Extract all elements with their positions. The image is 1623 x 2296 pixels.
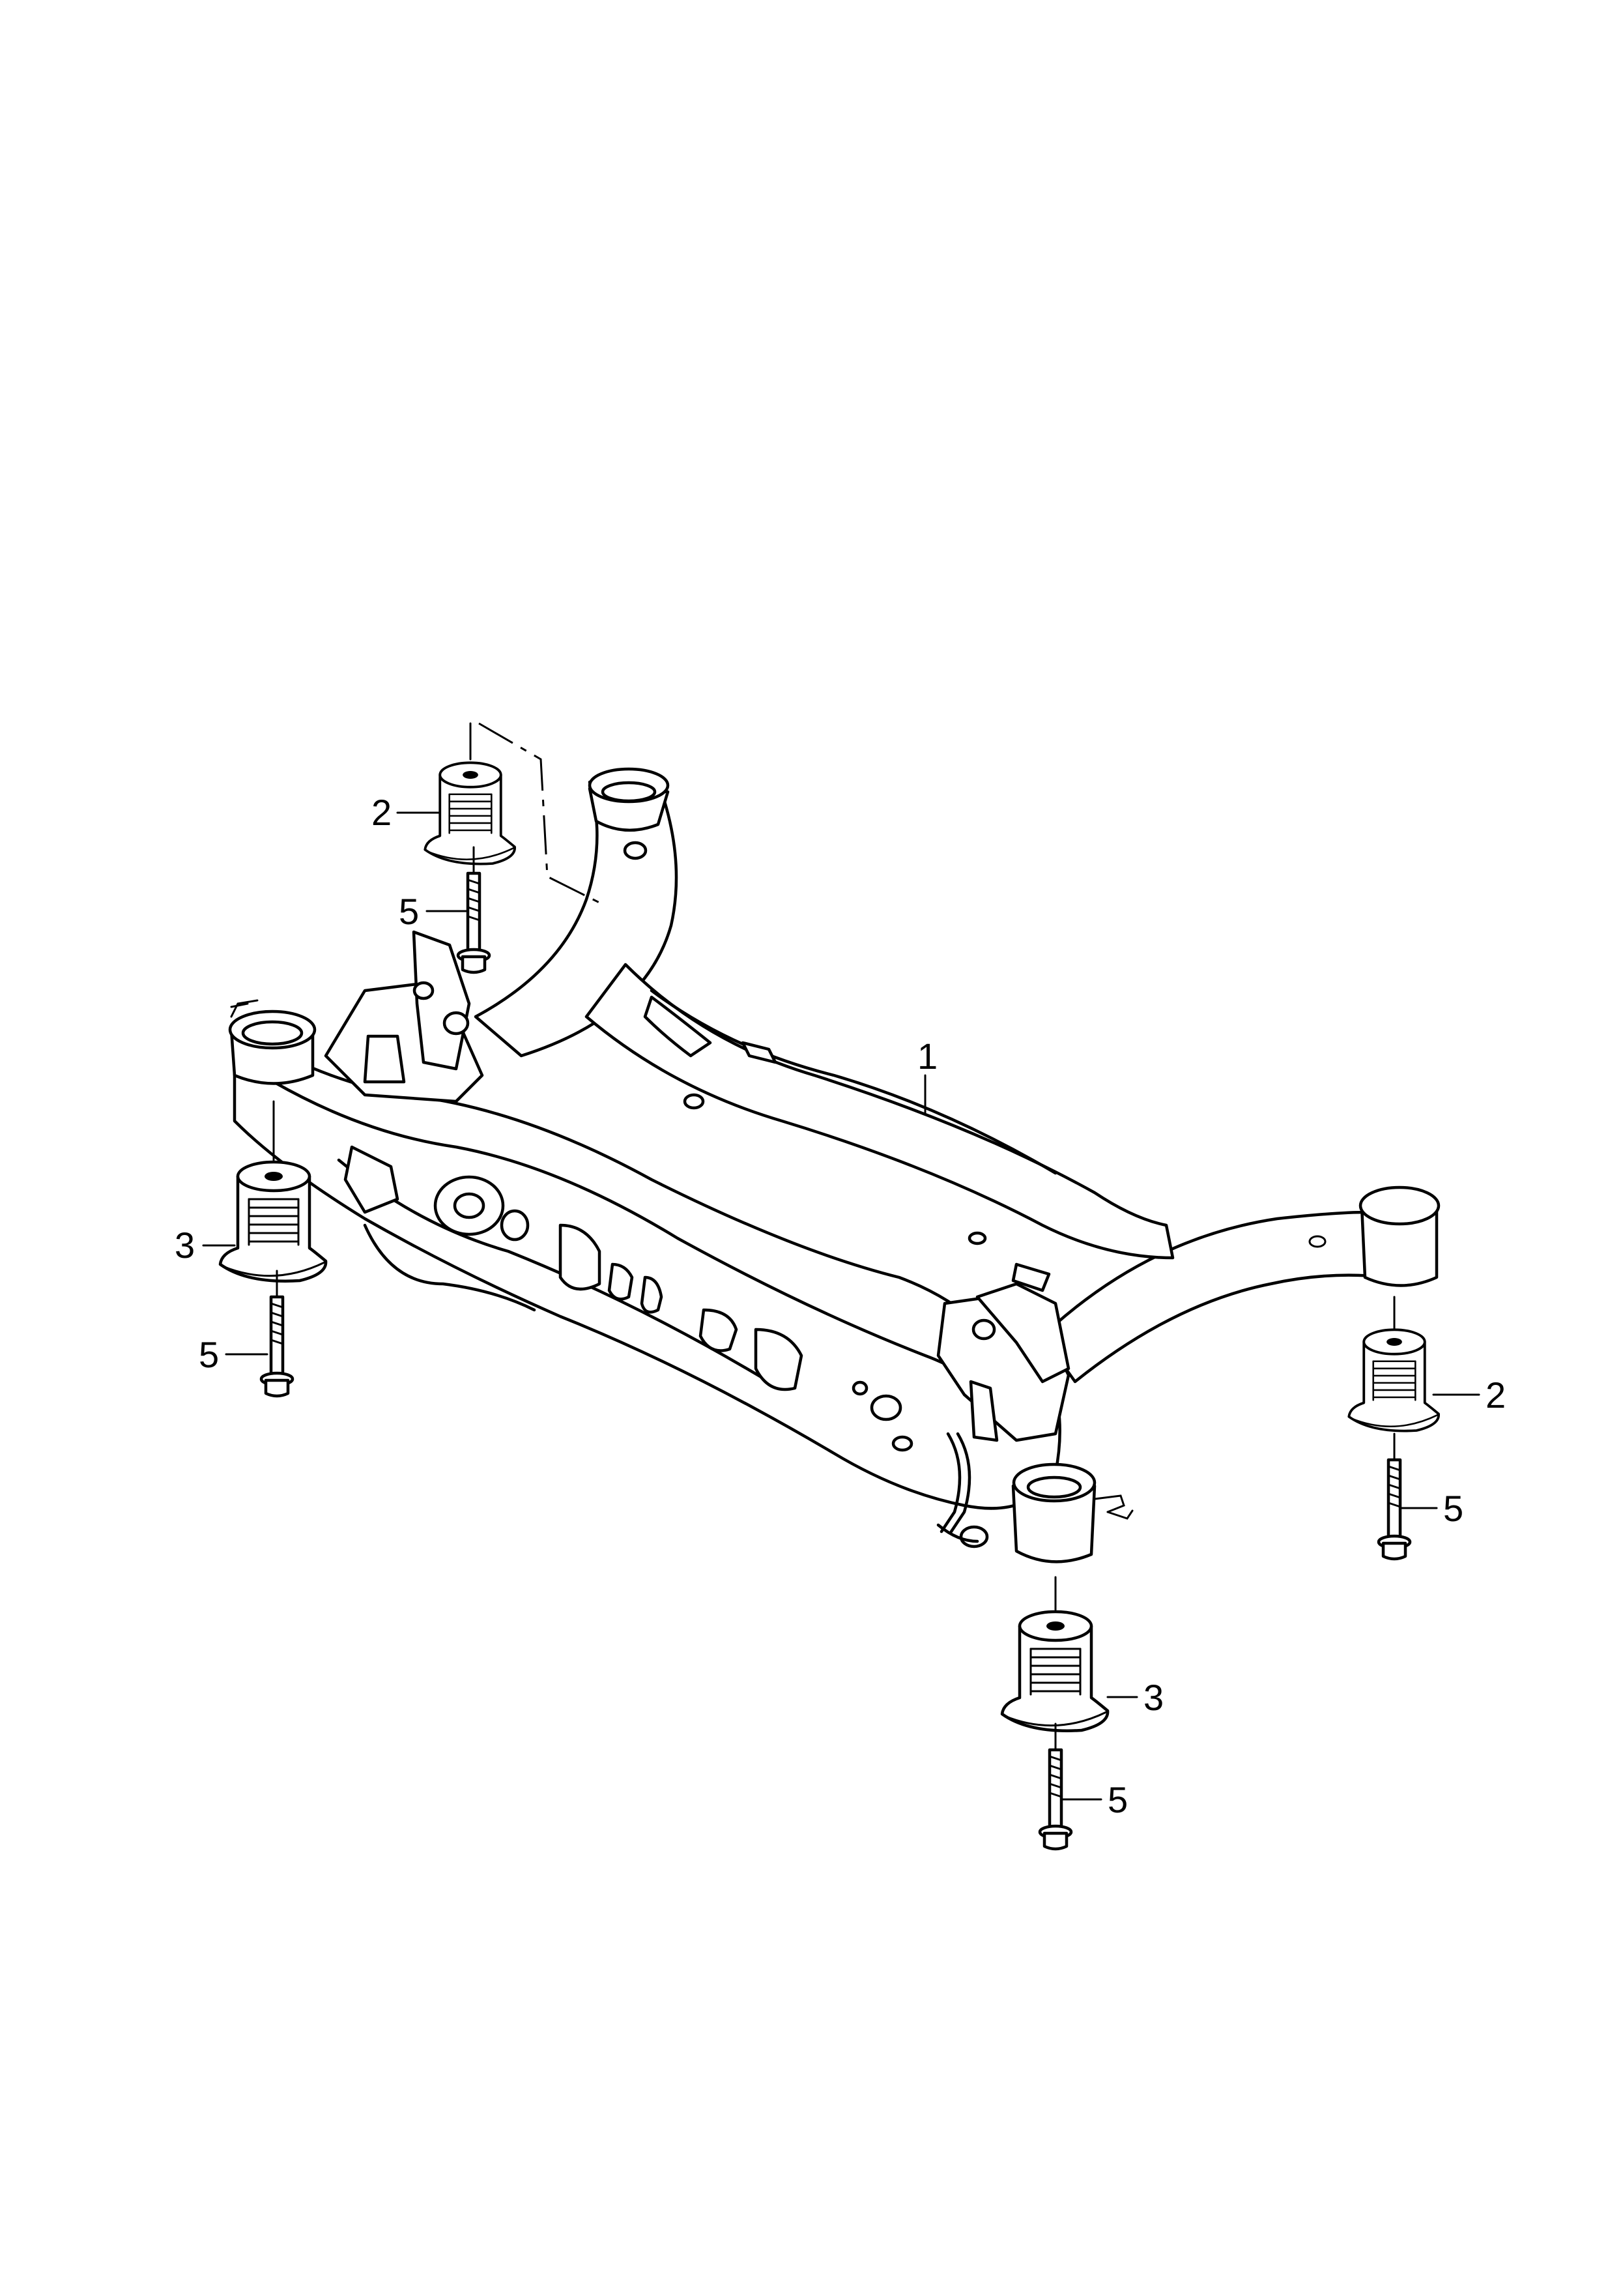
callout-3-left: 3 [175,1225,195,1266]
callout-5-bottom: 5 [1108,1779,1128,1820]
bolt-left-front [261,1271,293,1396]
bushing-upper-left [424,722,516,865]
bushing-right [1347,1296,1440,1432]
callout-5-upper-left: 5 [399,891,419,932]
leader-lines [202,811,1480,1801]
bushing-right-front [1002,1576,1108,1731]
bolt-right [1379,1434,1410,1559]
bolt-upper-left [458,847,489,972]
bushing-left-front [220,1100,326,1281]
callout-5-right: 5 [1443,1488,1463,1529]
callout-2-upper-left: 2 [371,792,392,833]
callout-5-left: 5 [199,1334,219,1375]
callout-1: 1 [917,1036,938,1077]
callout-3-right: 3 [1143,1677,1164,1718]
callout-2-right: 2 [1486,1374,1506,1416]
subframe [228,767,1441,1563]
bolt-right-front [1040,1724,1071,1849]
